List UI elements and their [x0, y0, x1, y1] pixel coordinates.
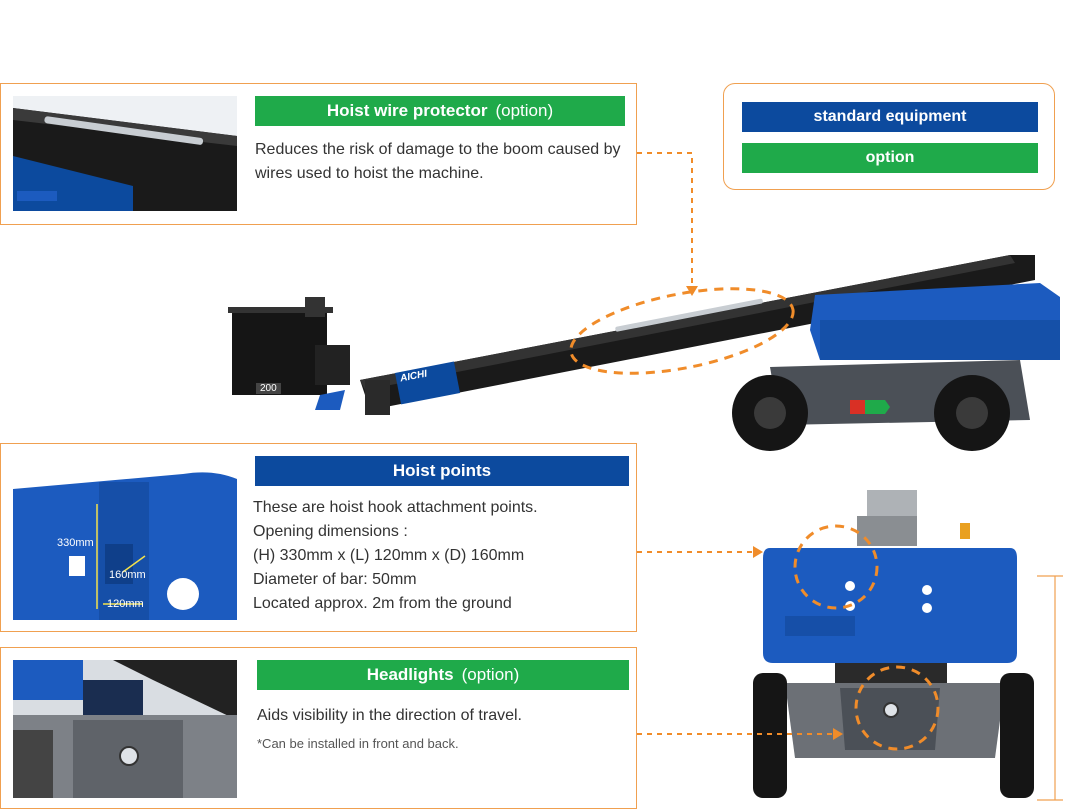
- hoist-points-description: These are hoist hook attachment points. …: [253, 496, 538, 616]
- hoist-points-line: Opening dimensions :: [253, 523, 408, 540]
- hoist-points-line: Diameter of bar: 50mm: [253, 571, 417, 588]
- hoist-points-line: These are hoist hook attachment points.: [253, 499, 538, 516]
- hoist-wire-line: Reduces the risk of damage to the boom c…: [255, 141, 621, 158]
- hoist-points-panel: 330mm 160mm 120mm Hoist points These are…: [0, 443, 637, 632]
- hoist-wire-panel: Hoist wire protector (option) Reduces th…: [0, 83, 637, 225]
- hoist-wire-description: Reduces the risk of damage to the boom c…: [255, 138, 621, 186]
- hoist-points-title-bar: Hoist points: [255, 456, 629, 486]
- hoist-points-title: Hoist points: [392, 461, 492, 480]
- headlights-tag: (option): [461, 665, 520, 684]
- headlights-description: Aids visibility in the direction of trav…: [257, 704, 522, 728]
- dim-l-label: 120mm: [107, 598, 144, 610]
- headlights-title-bar: Headlights (option): [257, 660, 629, 690]
- hoist-wire-tag: (option): [495, 101, 554, 120]
- legend-standard: standard equipment: [742, 102, 1038, 132]
- headlights-photo: [13, 660, 237, 798]
- headlights-title: Headlights: [366, 665, 454, 684]
- legend-option: option: [742, 143, 1038, 173]
- basket-label: 200: [256, 383, 281, 394]
- boom-lift-side-view: 200 AICHI: [220, 235, 1066, 465]
- hoist-points-line: (H) 330mm x (L) 120mm x (D) 160mm: [253, 547, 525, 564]
- equipment-legend: standard equipment option: [723, 83, 1055, 190]
- hoist-wire-photo: [13, 96, 237, 211]
- hoist-wire-title-bar: Hoist wire protector (option): [255, 96, 625, 126]
- hoist-wire-title: Hoist wire protector: [326, 101, 488, 120]
- headlights-line: Aids visibility in the direction of trav…: [257, 707, 522, 724]
- hoist-points-photo: 330mm 160mm 120mm: [13, 464, 237, 620]
- hoist-wire-line: wires used to hoist the machine.: [255, 165, 484, 182]
- hoist-points-line: Located approx. 2m from the ground: [253, 595, 512, 612]
- headlights-panel: Headlights (option) Aids visibility in t…: [0, 647, 637, 809]
- boom-lift-rear-view: [745, 488, 1065, 811]
- dim-h-label: 330mm: [57, 537, 94, 549]
- headlights-note: *Can be installed in front and back.: [257, 736, 459, 751]
- dim-d-label: 160mm: [109, 569, 146, 581]
